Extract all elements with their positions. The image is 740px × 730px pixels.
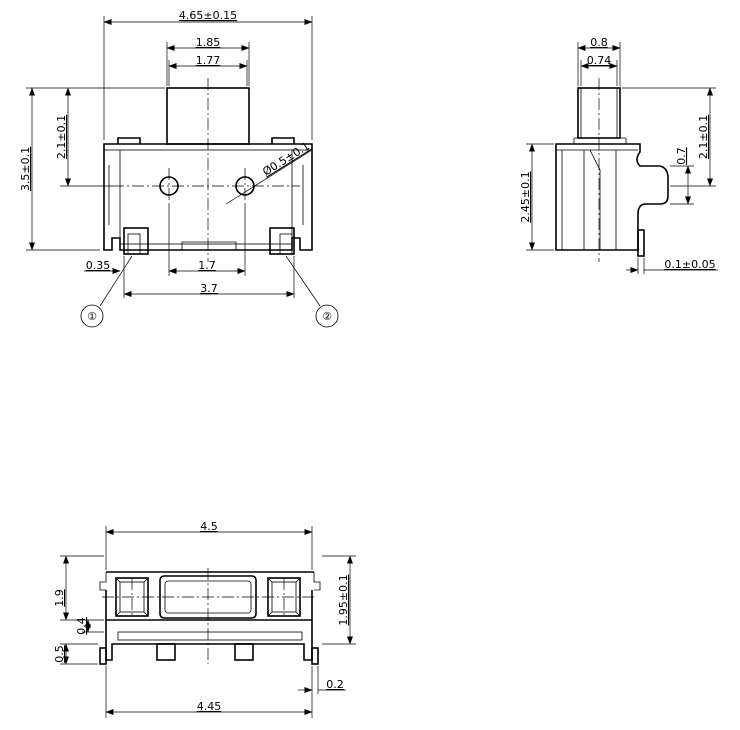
bottom-right-height: 1.95±0.1 — [337, 574, 350, 625]
bottom-left-height: 1.9 — [53, 589, 66, 607]
pin-1-label: ① — [87, 310, 97, 323]
bottom-step: 0.4 — [75, 617, 88, 635]
front-overall-width: 4.65±0.15 — [179, 9, 237, 22]
front-right-tab — [271, 137, 295, 144]
side-body-height: 2.45±0.1 — [519, 171, 532, 222]
front-body-inner — [119, 149, 293, 245]
bottom-lead-span: 4.45 — [197, 700, 222, 713]
front-actuator-height: 2.1±0.1 — [55, 115, 68, 159]
bottom-view: 4.5 1.9 0.4 0.5 1.95±0.1 0.2 4.45 — [53, 520, 356, 718]
front-view: 4.65±0.15 1.85 1.77 3.5±0.1 2.1±0.1 Ø0.5… — [19, 9, 339, 328]
side-lead — [637, 229, 645, 257]
front-actuator — [166, 87, 250, 145]
front-actuator-inner: 1.77 — [196, 54, 221, 67]
side-actuator-height: 2.1±0.1 — [697, 115, 710, 159]
front-pin-pitch: 1.7 — [198, 259, 216, 272]
bottom-body-outline — [105, 590, 313, 661]
bottom-right-lead — [311, 647, 319, 665]
front-hole-diameter: Ø0.5±0.1 — [260, 140, 312, 179]
front-lead-span: 3.7 — [200, 282, 218, 295]
side-view: 0.8 0.74 2.1±0.1 0.7 2.45±0.1 0.1±0.05 — [519, 36, 718, 274]
side-body-outline — [555, 143, 669, 251]
front-total-height: 3.5±0.1 — [19, 147, 32, 191]
bottom-foot: 0.5 — [53, 645, 66, 663]
pin-2-label: ② — [322, 310, 332, 323]
front-actuator-outer: 1.85 — [196, 36, 221, 49]
front-lead-offset: 0.35 — [86, 259, 111, 272]
front-left-tab — [117, 137, 141, 144]
side-actuator-outer: 0.8 — [590, 36, 608, 49]
bottom-left-lead — [99, 647, 107, 665]
bottom-terminal: 0.2 — [326, 678, 344, 691]
bottom-body-width: 4.5 — [200, 520, 218, 533]
front-bottom-notch — [181, 241, 237, 250]
side-actuator-inner: 0.74 — [587, 54, 612, 67]
side-lead-thickness: 0.1±0.05 — [664, 258, 715, 271]
side-hook-dim: 0.7 — [675, 147, 688, 165]
